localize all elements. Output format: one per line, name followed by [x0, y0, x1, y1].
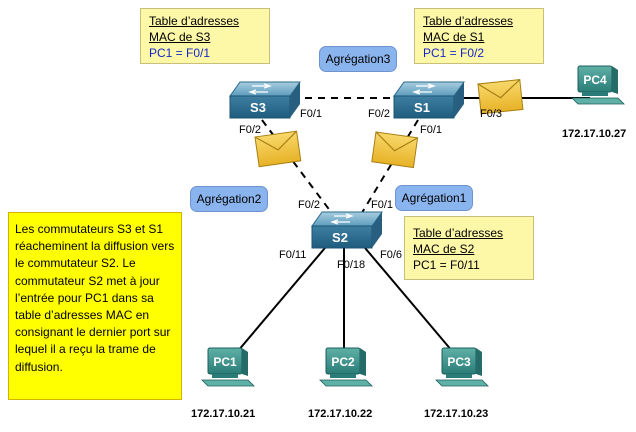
mac-table-s1: Table d’adresses MAC de S1 PC1 = F0/2 — [414, 8, 544, 64]
switch-s3-label: S3 — [250, 100, 266, 115]
switch-s1-label: S1 — [414, 100, 430, 115]
mac-table-title: Table d’adresses — [413, 226, 504, 240]
port-label: F0/2 — [298, 199, 320, 211]
pc2[interactable]: PC2 — [319, 347, 373, 387]
mac-table-subtitle: MAC de S2 — [413, 242, 475, 256]
pc3-ip: 172.17.10.23 — [424, 408, 488, 420]
aggregation-1-badge: Agrégation1 — [395, 185, 473, 211]
link-s2-pc3 — [359, 241, 459, 359]
port-label: F0/1 — [371, 199, 393, 211]
aggregation-3-badge: Agrégation3 — [319, 46, 397, 72]
envelope-icon — [477, 79, 524, 115]
port-label: F0/18 — [337, 259, 365, 271]
switch-s1[interactable]: S1 — [393, 81, 465, 119]
mac-table-entry: PC1 = F0/2 — [423, 46, 485, 60]
switch-s3[interactable]: S3 — [229, 81, 301, 119]
trunk-s1-s2 — [359, 119, 419, 217]
mac-table-entry: PC1 = F0/1 — [149, 46, 211, 60]
port-label: F0/1 — [300, 108, 322, 120]
mac-table-subtitle: MAC de S3 — [149, 30, 211, 44]
switch-s2-label: S2 — [332, 230, 348, 245]
pc2-ip: 172.17.10.22 — [308, 408, 372, 420]
explanation-note: Les commutateurs S3 et S1 réacheminent l… — [8, 212, 182, 400]
pc1-ip: 172.17.10.21 — [191, 408, 255, 420]
port-label: F0/2 — [368, 108, 390, 120]
aggregation-2-badge: Agrégation2 — [190, 186, 268, 212]
switch-s2[interactable]: S2 — [311, 211, 383, 249]
port-label: F0/1 — [420, 124, 442, 136]
port-label: F0/6 — [380, 249, 402, 261]
port-label: F0/2 — [239, 124, 261, 136]
pc2-label: PC2 — [331, 355, 355, 369]
mac-table-entry: PC1 = F0/11 — [413, 258, 480, 272]
pc3[interactable]: PC3 — [435, 347, 489, 387]
pc1-label: PC1 — [213, 355, 237, 369]
pc4[interactable]: PC4 — [571, 65, 625, 105]
port-label: F0/3 — [480, 108, 502, 120]
port-label: F0/11 — [279, 249, 306, 261]
pc3-label: PC3 — [447, 355, 471, 369]
mac-table-s3: Table d’adresses MAC de S3 PC1 = F0/1 — [140, 8, 270, 64]
port-labels: F0/1 F0/2 F0/2 F0/1 F0/3 F0/2 F0/1 F0/11… — [239, 108, 502, 271]
mac-table-subtitle: MAC de S1 — [423, 30, 485, 44]
pc1[interactable]: PC1 — [201, 347, 255, 387]
pc4-ip: 172.17.10.27 — [562, 128, 626, 140]
mac-table-s2: Table d’adresses MAC de S2 PC1 = F0/11 — [404, 216, 534, 280]
link-s2-pc1 — [231, 241, 331, 359]
pc4-label: PC4 — [583, 73, 607, 87]
envelope-icon — [371, 131, 419, 169]
mac-table-title: Table d’adresses — [423, 14, 514, 28]
envelope-icon — [254, 130, 302, 168]
mac-table-title: Table d’adresses — [149, 14, 240, 28]
